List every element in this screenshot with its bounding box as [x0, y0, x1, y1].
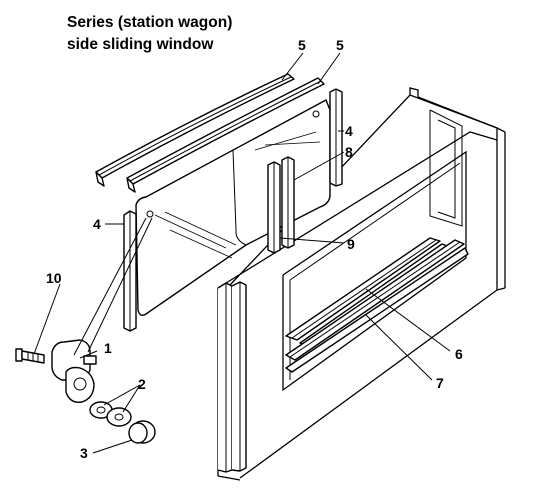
window-frame: [217, 87, 506, 481]
sliding-glass-panel: [135, 99, 331, 317]
knob-3: [128, 420, 156, 444]
callout-labels: 5 5 4 8 4 9 10 1 6 2 7 3: [46, 37, 463, 461]
callout-5-right: 5: [336, 37, 344, 53]
channel-strip-4-right: [329, 88, 343, 187]
callout-2: 2: [138, 376, 146, 392]
channel-strip-8: [281, 156, 295, 249]
title-line-2: side sliding window: [67, 36, 214, 53]
callout-10: 10: [46, 270, 62, 286]
title-line-1: Series (station wagon): [67, 14, 233, 31]
callout-7: 7: [436, 375, 444, 391]
latch-handle-1: [51, 339, 97, 403]
callout-5-left: 5: [298, 37, 306, 53]
lower-runner-7: [285, 239, 469, 373]
channel-strip-9: [267, 161, 281, 254]
lower-runner-6: [285, 237, 453, 348]
screw-10: [15, 348, 45, 364]
leader-lines: [33, 52, 451, 454]
washers-2: [89, 401, 132, 427]
callout-4-right: 4: [345, 123, 353, 139]
diagram-title: Series (station wagon) side sliding wind…: [67, 12, 232, 56]
callout-1: 1: [104, 340, 112, 356]
upper-runner-5a: [95, 73, 295, 187]
callout-4-left: 4: [93, 216, 101, 232]
callout-3: 3: [80, 445, 88, 461]
callout-8: 8: [345, 144, 353, 160]
upper-runner-5b: [126, 77, 325, 193]
channel-strip-4-left: [123, 210, 137, 332]
callout-9: 9: [347, 236, 355, 252]
callout-6: 6: [455, 346, 463, 362]
